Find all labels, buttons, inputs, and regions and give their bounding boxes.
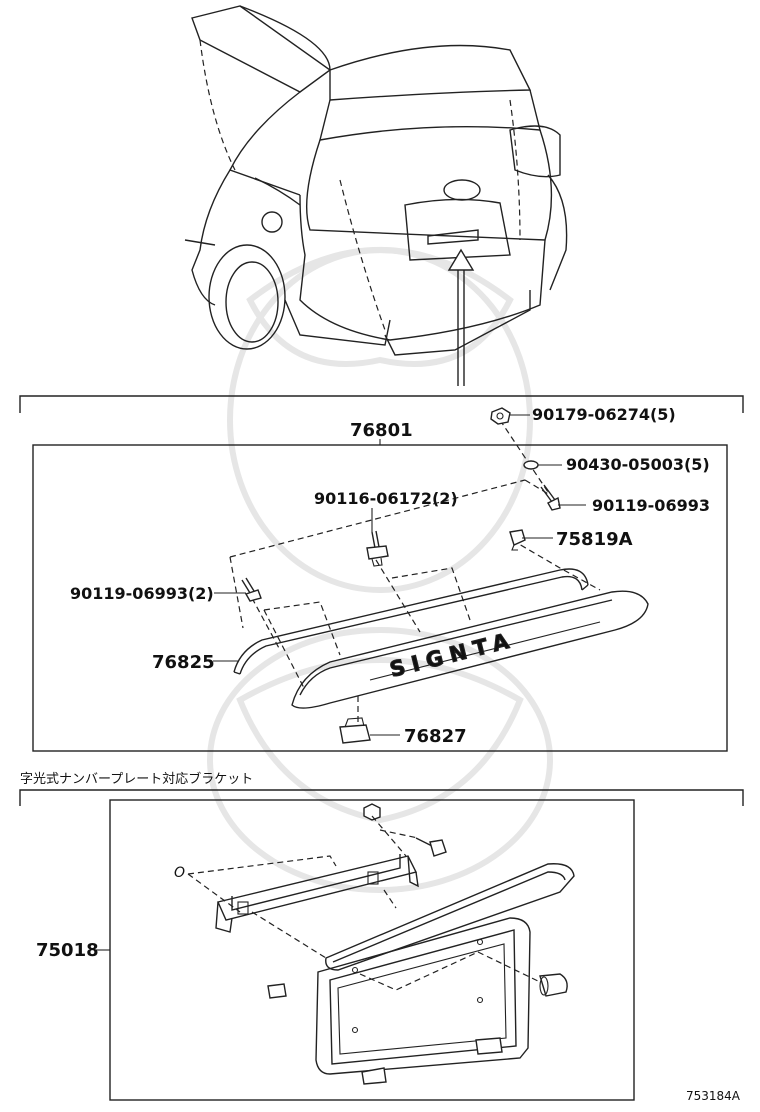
- label-90119-06993-right: 90119-06993: [592, 496, 710, 515]
- label-75819A: 75819A: [556, 529, 633, 550]
- bracket-75018: [215, 803, 575, 1085]
- leader-lines-1: [213, 414, 586, 736]
- section-1-bracket-line: [19, 395, 744, 413]
- callout-letter: O: [174, 865, 185, 881]
- label-90430-05003: 90430-05003(5): [566, 455, 710, 474]
- label-90116-06172: 90116-06172(2): [314, 489, 458, 508]
- label-75018: 75018: [36, 940, 99, 961]
- screw-90119-left-icon: [241, 577, 262, 602]
- diagram-id: 753184A: [686, 1089, 741, 1103]
- bracket-box: [109, 799, 635, 1101]
- clip-75819A-icon: [509, 529, 526, 551]
- label-90119-06993-left: 90119-06993(2): [70, 584, 214, 603]
- watermark-emblem: [207, 247, 553, 893]
- washer-90430-icon: [523, 460, 539, 470]
- label-76825: 76825: [152, 652, 215, 673]
- screw-90116-center-icon: [366, 530, 389, 567]
- moulding-76825: [233, 568, 589, 675]
- garnish-body: [291, 590, 649, 709]
- cover-76827-icon: [339, 717, 371, 744]
- label-76801: 76801: [350, 420, 413, 441]
- mounting-lines-2: [187, 815, 541, 991]
- nut-90179-icon: [490, 407, 511, 425]
- screw-90119-right-icon: [540, 484, 561, 511]
- vehicle-rear-illustration: [184, 5, 568, 386]
- section-note: 字光式ナンバープレート対応ブラケット: [20, 771, 253, 787]
- label-76827: 76827: [404, 726, 467, 747]
- section-2-bracket-line: [19, 789, 744, 806]
- mounting-lines: [229, 419, 601, 722]
- label-90179-06274: 90179-06274(5): [532, 405, 676, 424]
